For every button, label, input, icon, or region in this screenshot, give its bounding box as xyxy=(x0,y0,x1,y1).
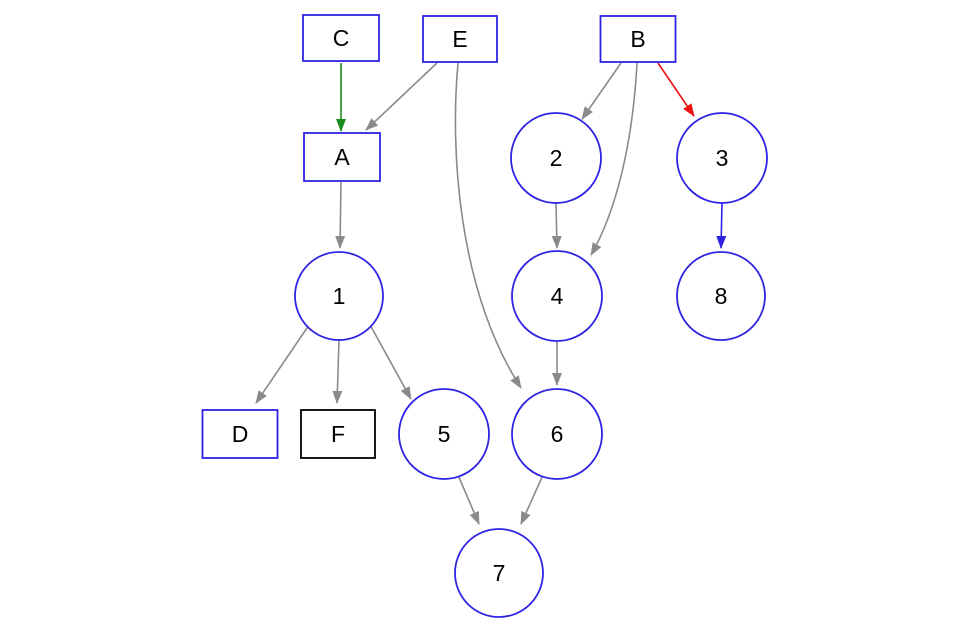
node-3: 3 xyxy=(676,112,768,204)
node-8-label: 8 xyxy=(715,283,728,309)
node-A-label: A xyxy=(334,144,350,170)
node-8: 8 xyxy=(676,251,766,341)
node-E: E xyxy=(422,15,498,63)
edge-5-7 xyxy=(457,474,480,525)
edge-1-F xyxy=(332,339,343,404)
node-B-box xyxy=(599,15,677,63)
node-D-label: D xyxy=(232,421,249,447)
edge-3-8 xyxy=(716,202,727,249)
edge-1-D xyxy=(255,324,310,404)
node-C: C xyxy=(302,14,380,62)
node-5-label: 5 xyxy=(438,421,451,447)
node-B: B xyxy=(599,15,677,63)
node-D-box xyxy=(201,409,279,459)
node-1-label: 1 xyxy=(333,283,346,309)
node-2-label: 2 xyxy=(550,145,563,171)
node-F-box xyxy=(300,409,376,459)
node-A: A xyxy=(303,132,381,182)
node-7-label: 7 xyxy=(493,560,506,586)
node-2: 2 xyxy=(510,112,602,204)
node-1: 1 xyxy=(294,251,384,341)
edges-layer xyxy=(255,62,727,525)
node-8-circle xyxy=(676,251,766,341)
edge-A-1 xyxy=(335,181,346,249)
node-4-circle xyxy=(511,250,603,342)
edge-B-3 xyxy=(657,62,695,117)
node-C-label: C xyxy=(333,25,350,51)
node-A-box xyxy=(303,132,381,182)
node-E-box xyxy=(422,15,498,63)
node-2-circle xyxy=(510,112,602,204)
node-C-box xyxy=(302,14,380,62)
edge-B-2 xyxy=(581,62,622,120)
node-F-label: F xyxy=(331,421,345,447)
node-B-label: B xyxy=(630,26,645,52)
node-F: F xyxy=(300,409,376,459)
edge-6-7 xyxy=(520,474,544,525)
node-3-circle xyxy=(676,112,768,204)
node-7-circle xyxy=(454,528,544,618)
node-5: 5 xyxy=(398,388,490,480)
node-5-circle xyxy=(398,388,490,480)
node-1-circle xyxy=(294,251,384,341)
edge-2-4 xyxy=(551,202,562,249)
node-6-circle xyxy=(511,388,603,480)
node-6-label: 6 xyxy=(551,421,564,447)
edge-E-6 xyxy=(454,62,522,389)
edge-E-A xyxy=(365,62,438,131)
node-4: 4 xyxy=(511,250,603,342)
edge-1-5 xyxy=(368,322,412,400)
nodes-layer: C E B A 2 3 1 4 8D F 5 6 7 xyxy=(201,14,768,618)
edge-B-4 xyxy=(590,62,638,256)
node-4-label: 4 xyxy=(551,283,564,309)
node-6: 6 xyxy=(511,388,603,480)
node-3-label: 3 xyxy=(716,145,729,171)
node-D: D xyxy=(201,409,279,459)
node-E-label: E xyxy=(452,26,467,52)
node-7: 7 xyxy=(454,528,544,618)
